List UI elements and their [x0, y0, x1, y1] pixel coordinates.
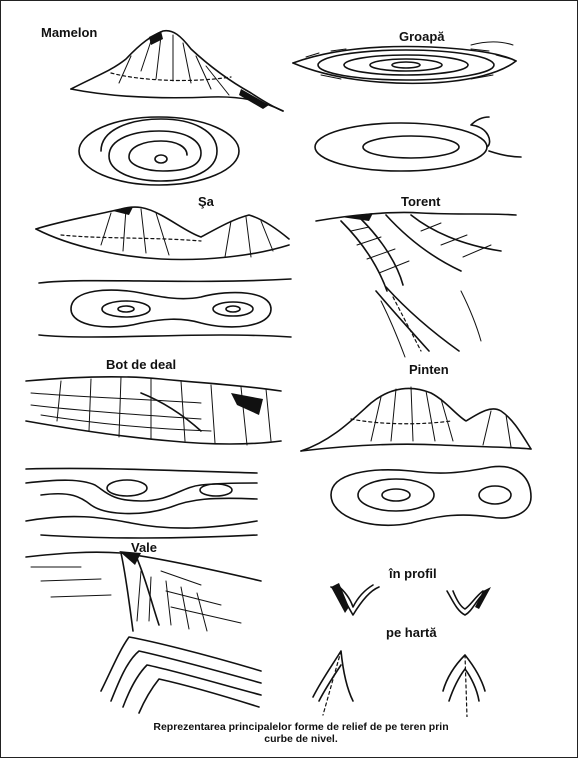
label-in-profil: în profil — [389, 566, 437, 581]
mamelon-contours — [78, 116, 240, 186]
torent-sketch — [315, 211, 517, 358]
label-pe-harta: pe hartă — [386, 625, 437, 640]
label-vale: Vale — [131, 540, 158, 555]
figure-caption: Reprezentarea principalelor forme de rel… — [81, 721, 521, 745]
vale-contours — [100, 636, 262, 714]
relief-drawings — [25, 29, 532, 717]
groapa-contours — [314, 116, 522, 172]
label-sa: Şa — [198, 194, 214, 209]
label-torent: Torent — [401, 194, 441, 209]
sa-sketch — [35, 206, 290, 261]
groapa-sketch — [292, 41, 517, 85]
pinten-contours — [330, 465, 532, 527]
pe-harta-sketches — [312, 650, 486, 717]
caption-line-2: curbe de nivel. — [264, 733, 338, 745]
bot-de-deal-contours — [25, 467, 258, 539]
label-pinten: Pinten — [409, 362, 449, 377]
label-mamelon: Mamelon — [41, 25, 98, 40]
caption-line-1: Reprezentarea principalelor forme de rel… — [153, 721, 449, 733]
bot-de-deal-sketch — [25, 376, 282, 446]
label-bot-de-deal: Bot de deal — [106, 357, 177, 372]
vale-sketch — [25, 551, 262, 632]
pinten-sketch — [300, 386, 532, 452]
in-profil-sketches — [330, 583, 491, 616]
mamelon-sketch — [70, 29, 284, 112]
label-groapa: Groapă — [399, 29, 445, 44]
sa-contours — [38, 278, 292, 338]
